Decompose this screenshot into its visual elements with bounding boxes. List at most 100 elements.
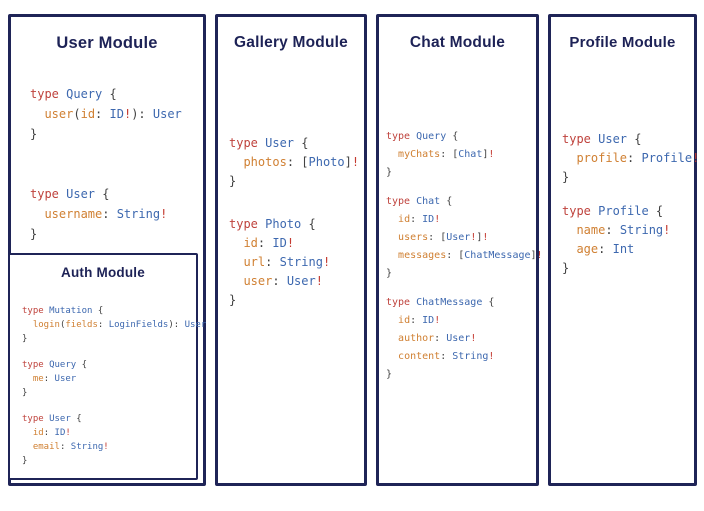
code-token: id xyxy=(398,214,411,225)
code-block: type User { photos: [Photo]!} xyxy=(229,134,364,191)
code-line: } xyxy=(22,454,196,468)
code-token: id xyxy=(32,428,44,438)
code-token: ! xyxy=(470,333,477,344)
code-line: type User { xyxy=(30,184,203,204)
code-block: type User { username: String!} xyxy=(30,184,203,244)
code-token xyxy=(22,320,33,330)
code-token: username xyxy=(44,207,103,221)
code-token: login xyxy=(32,320,60,330)
code-token: : xyxy=(43,374,55,384)
code-token: fields xyxy=(65,320,98,330)
code-token xyxy=(229,155,243,169)
code-token xyxy=(229,236,243,250)
code-token: photos xyxy=(243,155,287,169)
code-token: type xyxy=(386,196,417,207)
code-line: type User { xyxy=(22,412,196,426)
code-token: { xyxy=(308,217,316,231)
code-token: : xyxy=(43,428,55,438)
code-token: ! xyxy=(65,428,71,438)
code-token: User xyxy=(184,320,207,330)
code-token: } xyxy=(22,334,28,344)
code-token: ): xyxy=(168,320,185,330)
code-token: ID xyxy=(422,315,435,326)
panel-profile-module: Profile Module type User { profile: Prof… xyxy=(548,14,699,486)
code-token: User xyxy=(66,187,103,201)
code-block: type Chat { id: ID! users: [User!]! mess… xyxy=(386,193,543,283)
code-block: type User { profile: Profile!} xyxy=(562,130,699,187)
code-token: } xyxy=(22,388,28,398)
code-line: age: Int xyxy=(562,240,694,259)
code-token xyxy=(562,151,576,165)
code-token: type xyxy=(30,87,67,101)
code-line: url: String! xyxy=(229,253,364,272)
code-token: : xyxy=(265,255,280,269)
code-token: Profile xyxy=(641,151,693,165)
code-token: id xyxy=(243,236,258,250)
code-token: { xyxy=(81,360,88,370)
code-line: author: User! xyxy=(386,330,536,348)
auth-module-title: Auth Module xyxy=(61,265,145,280)
code-token: String xyxy=(116,207,161,221)
code-line: id: ID! xyxy=(22,426,196,440)
code-token xyxy=(386,333,398,344)
code-token: User xyxy=(152,107,182,121)
code-line: messages: [ChatMessage]! xyxy=(386,247,543,265)
code-token: String xyxy=(452,351,489,362)
code-token: : xyxy=(410,214,423,225)
code-token: ! xyxy=(351,155,360,169)
code-line: type Query { xyxy=(386,128,536,146)
code-token: User xyxy=(49,414,77,424)
code-token xyxy=(229,274,243,288)
code-token xyxy=(30,107,44,121)
code-token xyxy=(386,214,398,225)
code-token: : xyxy=(97,320,109,330)
code-token: type xyxy=(22,306,50,316)
code-token: User xyxy=(265,136,302,150)
code-token: ! xyxy=(160,207,168,221)
code-block: type Query { me: User} xyxy=(22,358,196,400)
code-token xyxy=(386,149,398,160)
code-line: myChats: [Chat]! xyxy=(386,146,536,164)
code-token: users xyxy=(398,232,429,243)
code-token: ] xyxy=(476,232,483,243)
code-token: { xyxy=(452,131,459,142)
code-token: String xyxy=(70,442,104,452)
code-token: age xyxy=(576,242,599,256)
code-line: type Query { xyxy=(22,358,196,372)
code-token: ID xyxy=(54,428,66,438)
code-token: Query xyxy=(66,87,110,101)
code-token: profile xyxy=(576,151,628,165)
code-token: { xyxy=(488,297,495,308)
code-token: User xyxy=(446,333,471,344)
code-line: id: ID! xyxy=(229,234,364,253)
code-token: : xyxy=(410,315,423,326)
code-token: : xyxy=(272,274,287,288)
code-line: type Chat { xyxy=(386,193,536,211)
code-token: ! xyxy=(103,442,109,452)
code-token: type xyxy=(22,360,50,370)
code-token: { xyxy=(634,132,642,146)
code-token: } xyxy=(386,167,393,178)
code-line: login(fields: LoginFields): User xyxy=(22,318,206,332)
code-token: : xyxy=(95,107,110,121)
code-token: ! xyxy=(482,232,489,243)
code-token: ! xyxy=(488,149,495,160)
code-token: { xyxy=(446,196,453,207)
code-token: : xyxy=(102,207,117,221)
code-token: me xyxy=(32,374,44,384)
chat-module-code: type Query { myChats: [Chat]!} type Chat … xyxy=(386,128,543,384)
code-token: { xyxy=(655,204,664,218)
code-token: ] xyxy=(530,250,537,261)
code-token: User xyxy=(598,132,635,146)
code-token: ! xyxy=(434,214,441,225)
code-line: type Query { xyxy=(30,84,203,104)
gallery-module-title: Gallery Module xyxy=(234,34,348,51)
code-token: } xyxy=(22,456,28,466)
profile-module-code: type User { profile: Profile!}type Profi… xyxy=(562,130,699,278)
code-token: type xyxy=(229,136,266,150)
code-token: ChatMessage xyxy=(416,297,489,308)
code-token xyxy=(562,223,576,237)
code-token: ID xyxy=(272,236,287,250)
profile-module-title: Profile Module xyxy=(569,34,676,51)
code-token: ! xyxy=(488,351,495,362)
